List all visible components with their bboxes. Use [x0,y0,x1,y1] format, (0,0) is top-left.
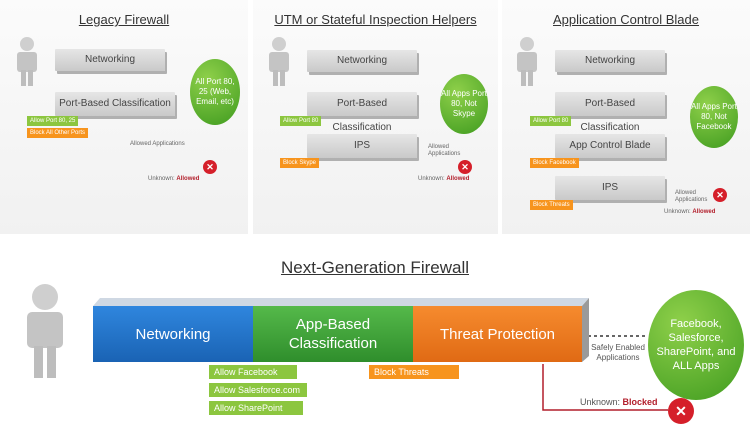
user-icon [269,37,289,86]
blocked-x-icon: ✕ [668,398,694,424]
panel-title: UTM or Stateful Inspection Helpers [274,12,477,27]
flow-label: Allowed Applications [675,190,708,203]
allow-tag: Allow Port 80 [530,116,572,126]
blocked-x-icon: ✕ [713,188,727,202]
blocked-x-icon: ✕ [203,160,217,174]
block-tag: Block All Other Ports [27,128,89,138]
user-icon [517,37,537,86]
segment-app-classification: App-Based Classification [253,306,413,362]
layer-networking: Networking [55,49,165,71]
result-bubble: Facebook, Salesforce, SharePoint, and AL… [648,290,744,400]
flow-label: Allowed Applications [428,144,461,157]
allow-tag: Allow Port 80, 25 [27,116,79,126]
result-bubble: All Apps Port 80, Not Facebook [690,86,738,148]
flow-label: Safely Enabled Applications [591,343,645,362]
unknown-status: Unknown: Allowed [664,209,716,215]
ngfw-title: Next-Generation Firewall [280,258,469,277]
allow-tag: Allow Port 80 [280,116,322,126]
blocked-x-icon: ✕ [458,160,472,174]
layer-ips: IPS [307,134,417,158]
panel-title: Legacy Firewall [78,12,170,27]
block-tag: Block Threats [530,200,573,210]
result-bubble: All Port 80, 25 (Web, Email, etc) [190,59,240,125]
block-threats-tag: Block Threats [369,365,459,379]
panel-title: Application Control Blade [553,12,699,27]
flow-label: Allowed Applications [130,141,185,147]
result-bubble: All Apps Port 80, Not Skype [440,74,488,134]
allow-tag-facebook: Allow Facebook [209,365,297,379]
allow-tag-sharepoint: Allow SharePoint [209,401,303,415]
layer-app-control: App Control Blade [555,134,665,158]
block-tag: Block Skype [280,158,320,168]
user-icon [27,284,63,378]
layer-ips: IPS [555,176,665,200]
segment-threat-protection: Threat Protection [413,306,582,362]
unknown-status: Unknown: Blocked [580,397,658,407]
segment-networking: Networking [93,306,253,362]
block-tag: Block Facebook [530,158,579,168]
user-icon [17,37,37,86]
allow-tag-salesforce: Allow Salesforce.com [209,383,307,397]
layer-networking: Networking [307,50,417,72]
unknown-status: Unknown: Allowed [148,176,200,182]
layer-port-classification: Port-Based Classification [55,92,175,116]
layer-port-classification: Port-Based Classification [555,92,665,133]
layer-networking: Networking [555,50,665,72]
layer-port-classification: Port-Based Classification [307,92,417,133]
unknown-status: Unknown: Allowed [418,176,470,182]
